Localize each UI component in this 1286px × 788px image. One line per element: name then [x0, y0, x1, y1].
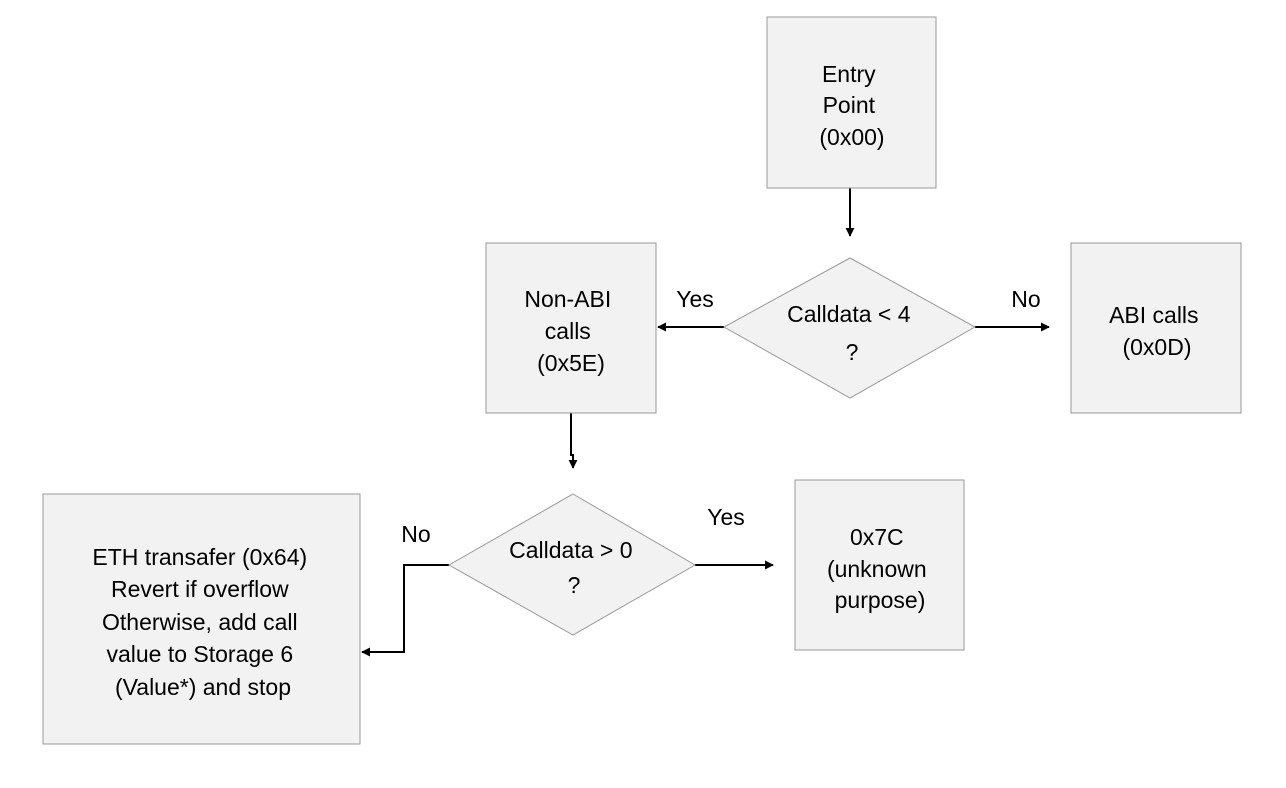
- entry-point-label: Entry Point (0x00): [819, 61, 884, 150]
- abi-calls-box: [1070, 242, 1242, 414]
- entry-point-box: [766, 16, 937, 189]
- edge-label-d2-yes: Yes: [707, 504, 745, 530]
- decision-calldata-gt-0-diamond: [447, 493, 696, 636]
- non-abi-calls-box: [485, 242, 657, 414]
- unknown-purpose-node: 0x7C (unknown purpose): [794, 479, 965, 651]
- abi-calls-node: ABI calls (0x0D): [1070, 242, 1242, 414]
- decision-calldata-lt-4-label: Calldata < 4 ?: [787, 301, 917, 365]
- non-abi-calls-label: Non-ABI calls (0x5E): [524, 286, 617, 376]
- edge-label-d1-no: No: [1011, 286, 1040, 312]
- non-abi-calls-node: Non-ABI calls (0x5E): [485, 242, 657, 414]
- unknown-purpose-box: [794, 479, 965, 651]
- eth-transfer-node: ETH transafer (0x64) Revert if overflow …: [42, 493, 361, 745]
- edge-decision2-to-eth-transfer: [361, 564, 449, 657]
- unknown-purpose-label: 0x7C (unknown purpose): [827, 524, 933, 613]
- decision-calldata-lt-4: Calldata < 4 ?: [722, 257, 977, 399]
- decision-calldata-gt-0-label: Calldata > 0 ?: [509, 537, 639, 598]
- edge-non-abi-to-decision2: [568, 413, 578, 469]
- decision-calldata-gt-0: Calldata > 0 ?: [447, 493, 696, 636]
- abi-calls-label: ABI calls (0x0D): [1109, 302, 1205, 360]
- eth-transfer-box: [42, 493, 361, 745]
- entry-point-node: Entry Point (0x00): [766, 16, 937, 189]
- edge-label-d1-yes: Yes: [676, 286, 714, 312]
- edges: [361, 188, 1050, 657]
- eth-transfer-label: ETH transafer (0x64) Revert if overflow …: [92, 544, 313, 700]
- edge-label-d2-no: No: [401, 521, 430, 547]
- decision-calldata-lt-4-diamond: [722, 257, 977, 399]
